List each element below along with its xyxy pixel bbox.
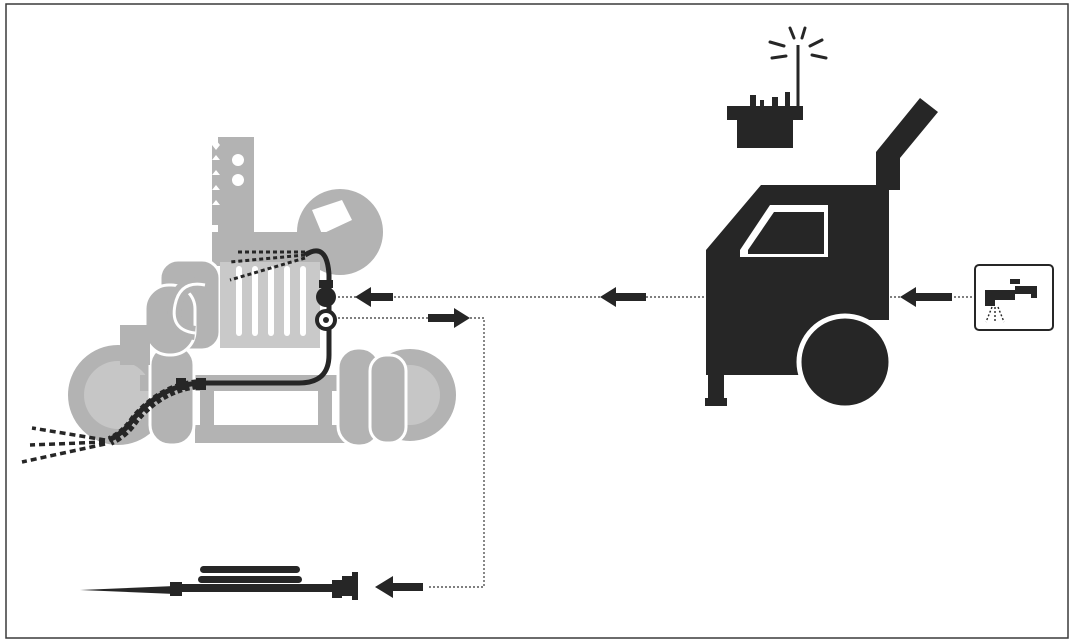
diagram-frame (5, 3, 1069, 639)
flow-arrows (355, 287, 952, 598)
arrow-to-lance-icon (375, 576, 423, 598)
arrow-to-rig-icon (355, 287, 393, 307)
spray-lance-icon (80, 566, 358, 600)
drilling-rig-icon (64, 137, 460, 449)
rig-hose-nozzle (21, 248, 337, 464)
radio-remote-control-icon (727, 26, 828, 148)
arrow-from-washer-icon (600, 287, 646, 307)
arrow-from-rig-icon (428, 308, 470, 328)
arrow-from-tap-icon (900, 287, 952, 307)
pressure-washer-icon (705, 98, 938, 411)
water-tap-icon (974, 264, 1054, 331)
flow-lines (338, 296, 975, 588)
